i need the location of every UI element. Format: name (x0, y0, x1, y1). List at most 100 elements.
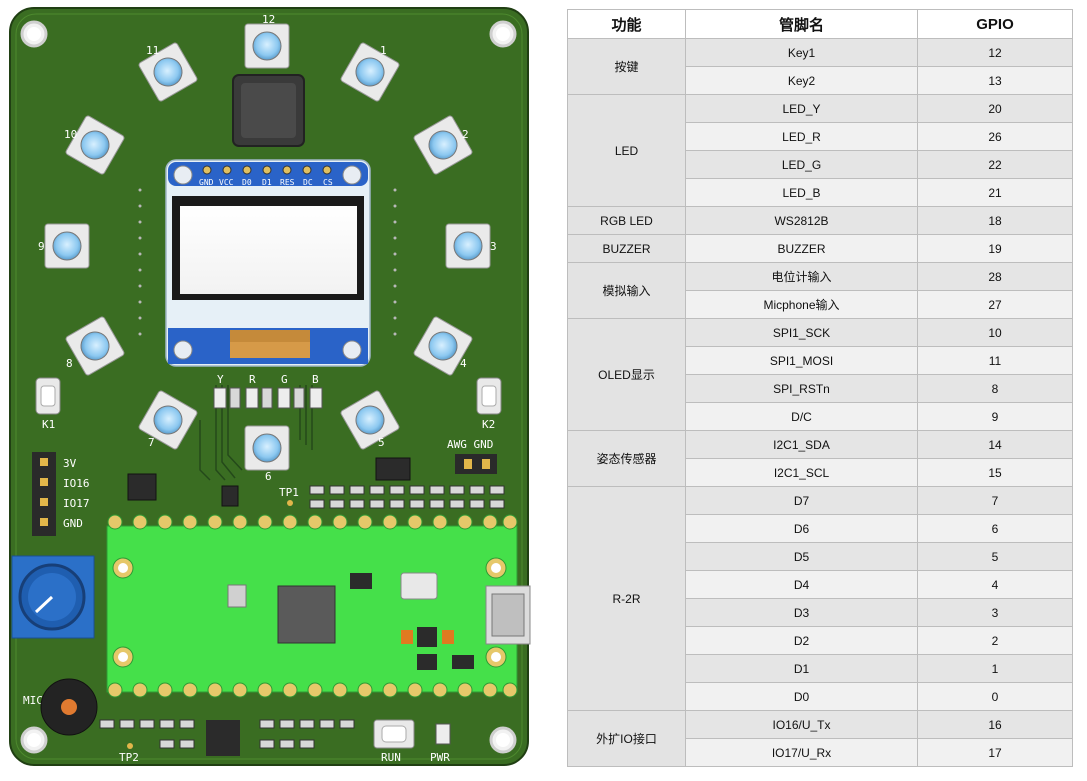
gpio-number-cell: 8 (917, 374, 1073, 403)
function-group-cell: R-2R (567, 486, 686, 711)
table-header-row: 功能 管脚名 GPIO (567, 9, 1073, 39)
function-group-cell: LED (567, 94, 686, 207)
awg-gnd-jumper: AWG GND (447, 438, 497, 474)
pin-name-cell: LED_B (685, 178, 918, 207)
led-number-labels: 12 1 2 3 4 5 6 7 8 9 10 11 (38, 13, 497, 483)
svg-text:CS: CS (323, 178, 333, 187)
svg-text:AWG GND: AWG GND (447, 438, 493, 451)
header-gpio: GPIO (917, 9, 1073, 39)
svg-text:TP1: TP1 (279, 486, 299, 499)
rgb-indicator-leds: Y R G B (213, 373, 323, 409)
pin-name-cell: D7 (685, 486, 918, 515)
pin-name-cell: IO17/U_Rx (685, 738, 918, 767)
svg-text:Y: Y (217, 373, 224, 386)
function-group-cell: 姿态传感器 (567, 430, 686, 487)
gpio-number-cell: 0 (917, 682, 1073, 711)
gpio-number-cell: 2 (917, 626, 1073, 655)
pin-name-cell: WS2812B (685, 206, 918, 235)
gpio-number-cell: 22 (917, 150, 1073, 179)
svg-text:K1: K1 (42, 418, 55, 431)
gpio-number-cell: 21 (917, 178, 1073, 207)
gpio-number-cell: 7 (917, 486, 1073, 515)
test-point-tp1: TP1 (279, 486, 299, 506)
pin-name-cell: IO16/U_Tx (685, 710, 918, 739)
microphone: MIC (23, 678, 98, 736)
gpio-number-cell: 6 (917, 514, 1073, 543)
io-header: 3V IO16 IO17 GND (32, 452, 90, 536)
key-k1: K1 (35, 377, 61, 431)
bottom-components (99, 719, 355, 756)
svg-text:3V: 3V (63, 457, 77, 470)
pin-name-cell: D6 (685, 514, 918, 543)
pin-name-cell: SPI_RSTn (685, 374, 918, 403)
svg-text:D0: D0 (242, 178, 252, 187)
pin-name-cell: SPI1_MOSI (685, 346, 918, 375)
pwr-led: PWR (430, 723, 451, 764)
gpio-number-cell: 3 (917, 598, 1073, 627)
header-function: 功能 (567, 9, 686, 39)
pin-name-cell: D5 (685, 542, 918, 571)
pin-name-cell: Key2 (685, 66, 918, 95)
svg-text:IO16: IO16 (63, 477, 90, 490)
pin-name-cell: D2 (685, 626, 918, 655)
gpio-number-cell: 15 (917, 458, 1073, 487)
pin-name-cell: I2C1_SCL (685, 458, 918, 487)
pico-module (106, 514, 531, 698)
svg-text:B: B (312, 373, 319, 386)
svg-text:8: 8 (66, 357, 73, 370)
pin-name-cell: BUZZER (685, 234, 918, 263)
pin-name-cell: 电位计输入 (685, 262, 918, 291)
svg-text:RES: RES (280, 178, 295, 187)
gpio-number-cell: 14 (917, 430, 1073, 459)
gpio-number-cell: 5 (917, 542, 1073, 571)
gpio-number-cell: 4 (917, 570, 1073, 599)
svg-text:PWR: PWR (430, 751, 450, 764)
svg-text:D1: D1 (262, 178, 272, 187)
svg-text:IO17: IO17 (63, 497, 90, 510)
imu-sensor-chip (127, 473, 157, 501)
header-pin-name: 管脚名 (685, 9, 918, 39)
pin-name-cell: LED_R (685, 122, 918, 151)
r2r-resistor-array (309, 485, 505, 509)
function-group-cell: 外扩IO接口 (567, 710, 686, 767)
mounting-holes (20, 20, 517, 754)
pin-name-cell: Key1 (685, 38, 918, 67)
pin-name-cell: LED_G (685, 150, 918, 179)
led-ring (44, 23, 491, 471)
test-point-tp2: TP2 (119, 743, 139, 764)
svg-text:3: 3 (490, 240, 497, 253)
svg-text:11: 11 (146, 44, 159, 57)
pin-name-cell: Micphone输入 (685, 290, 918, 319)
gpio-number-cell: 17 (917, 738, 1073, 767)
svg-text:GND: GND (199, 178, 214, 187)
pin-name-cell: D/C (685, 402, 918, 431)
function-group-cell: 模拟输入 (567, 262, 686, 319)
svg-text:7: 7 (148, 436, 155, 449)
gpio-number-cell: 27 (917, 290, 1073, 319)
gpio-number-cell: 20 (917, 94, 1073, 123)
pin-name-cell: I2C1_SDA (685, 430, 918, 459)
svg-text:6: 6 (265, 470, 272, 483)
svg-text:G: G (281, 373, 288, 386)
svg-text:1: 1 (380, 44, 387, 57)
svg-text:12: 12 (262, 13, 275, 26)
